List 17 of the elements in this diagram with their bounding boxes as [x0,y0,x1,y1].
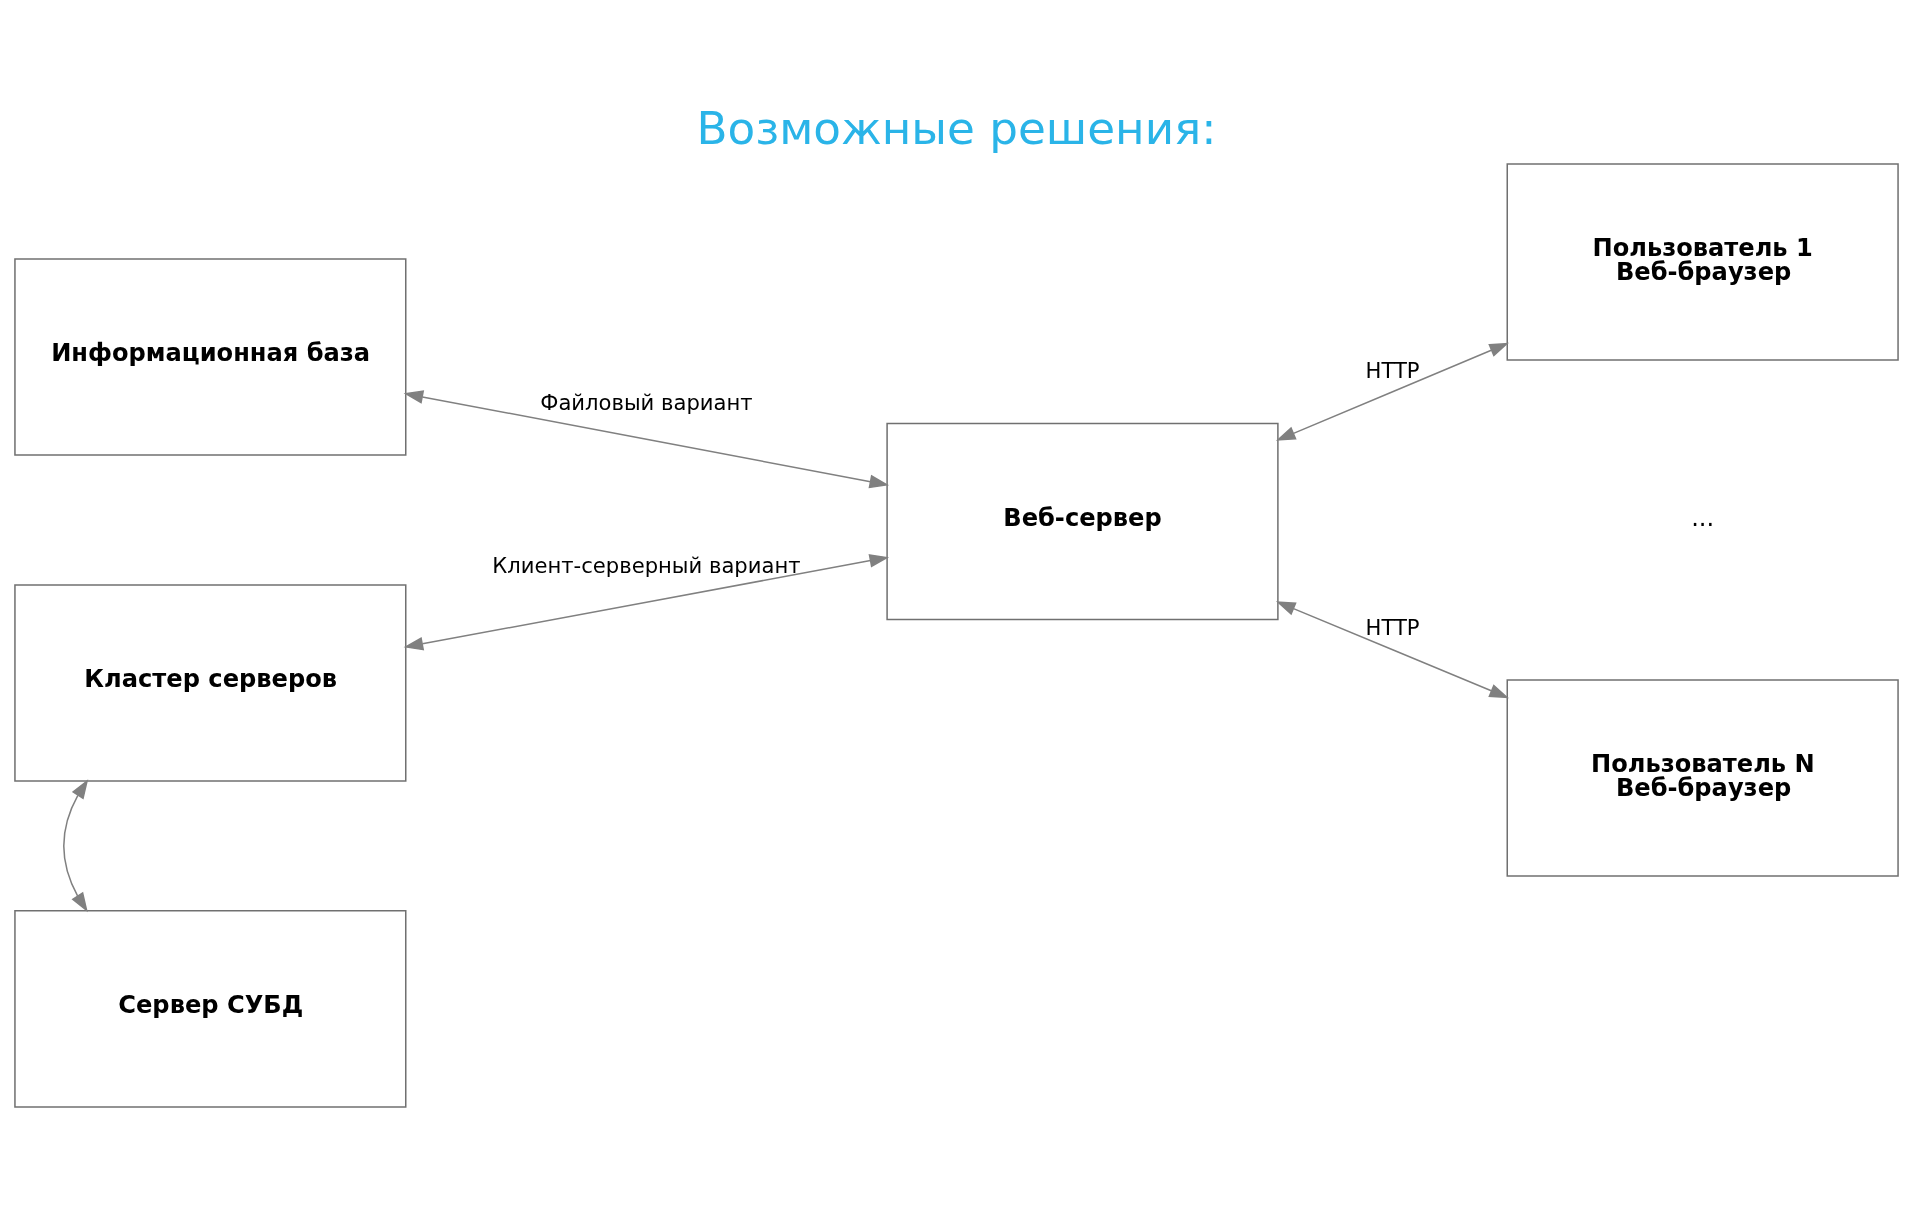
edge-label: HTTP [1365,614,1420,640]
label: ... [1691,503,1715,532]
arrow [1275,600,1510,698]
diagram-title: Возможные решения: [696,101,1217,155]
arrow [63,778,89,912]
node-box: Информационная база [14,257,407,456]
node-box: Пользователь N Веб-браузер [1506,678,1899,877]
edge-label: HTTP [1365,357,1420,383]
edge-label: Файловый вариант [540,389,753,415]
arrow [403,553,890,651]
node-box: Пользователь 1 Веб-браузер [1506,162,1899,361]
node-box: Веб-сервер [886,422,1279,620]
edge-label: Клиент-серверный вариант [492,552,801,578]
arrow [1275,342,1510,441]
node-box: Сервер СУБД [14,909,407,1108]
node-box: Кластер серверов [14,583,407,782]
arrow [403,389,890,488]
